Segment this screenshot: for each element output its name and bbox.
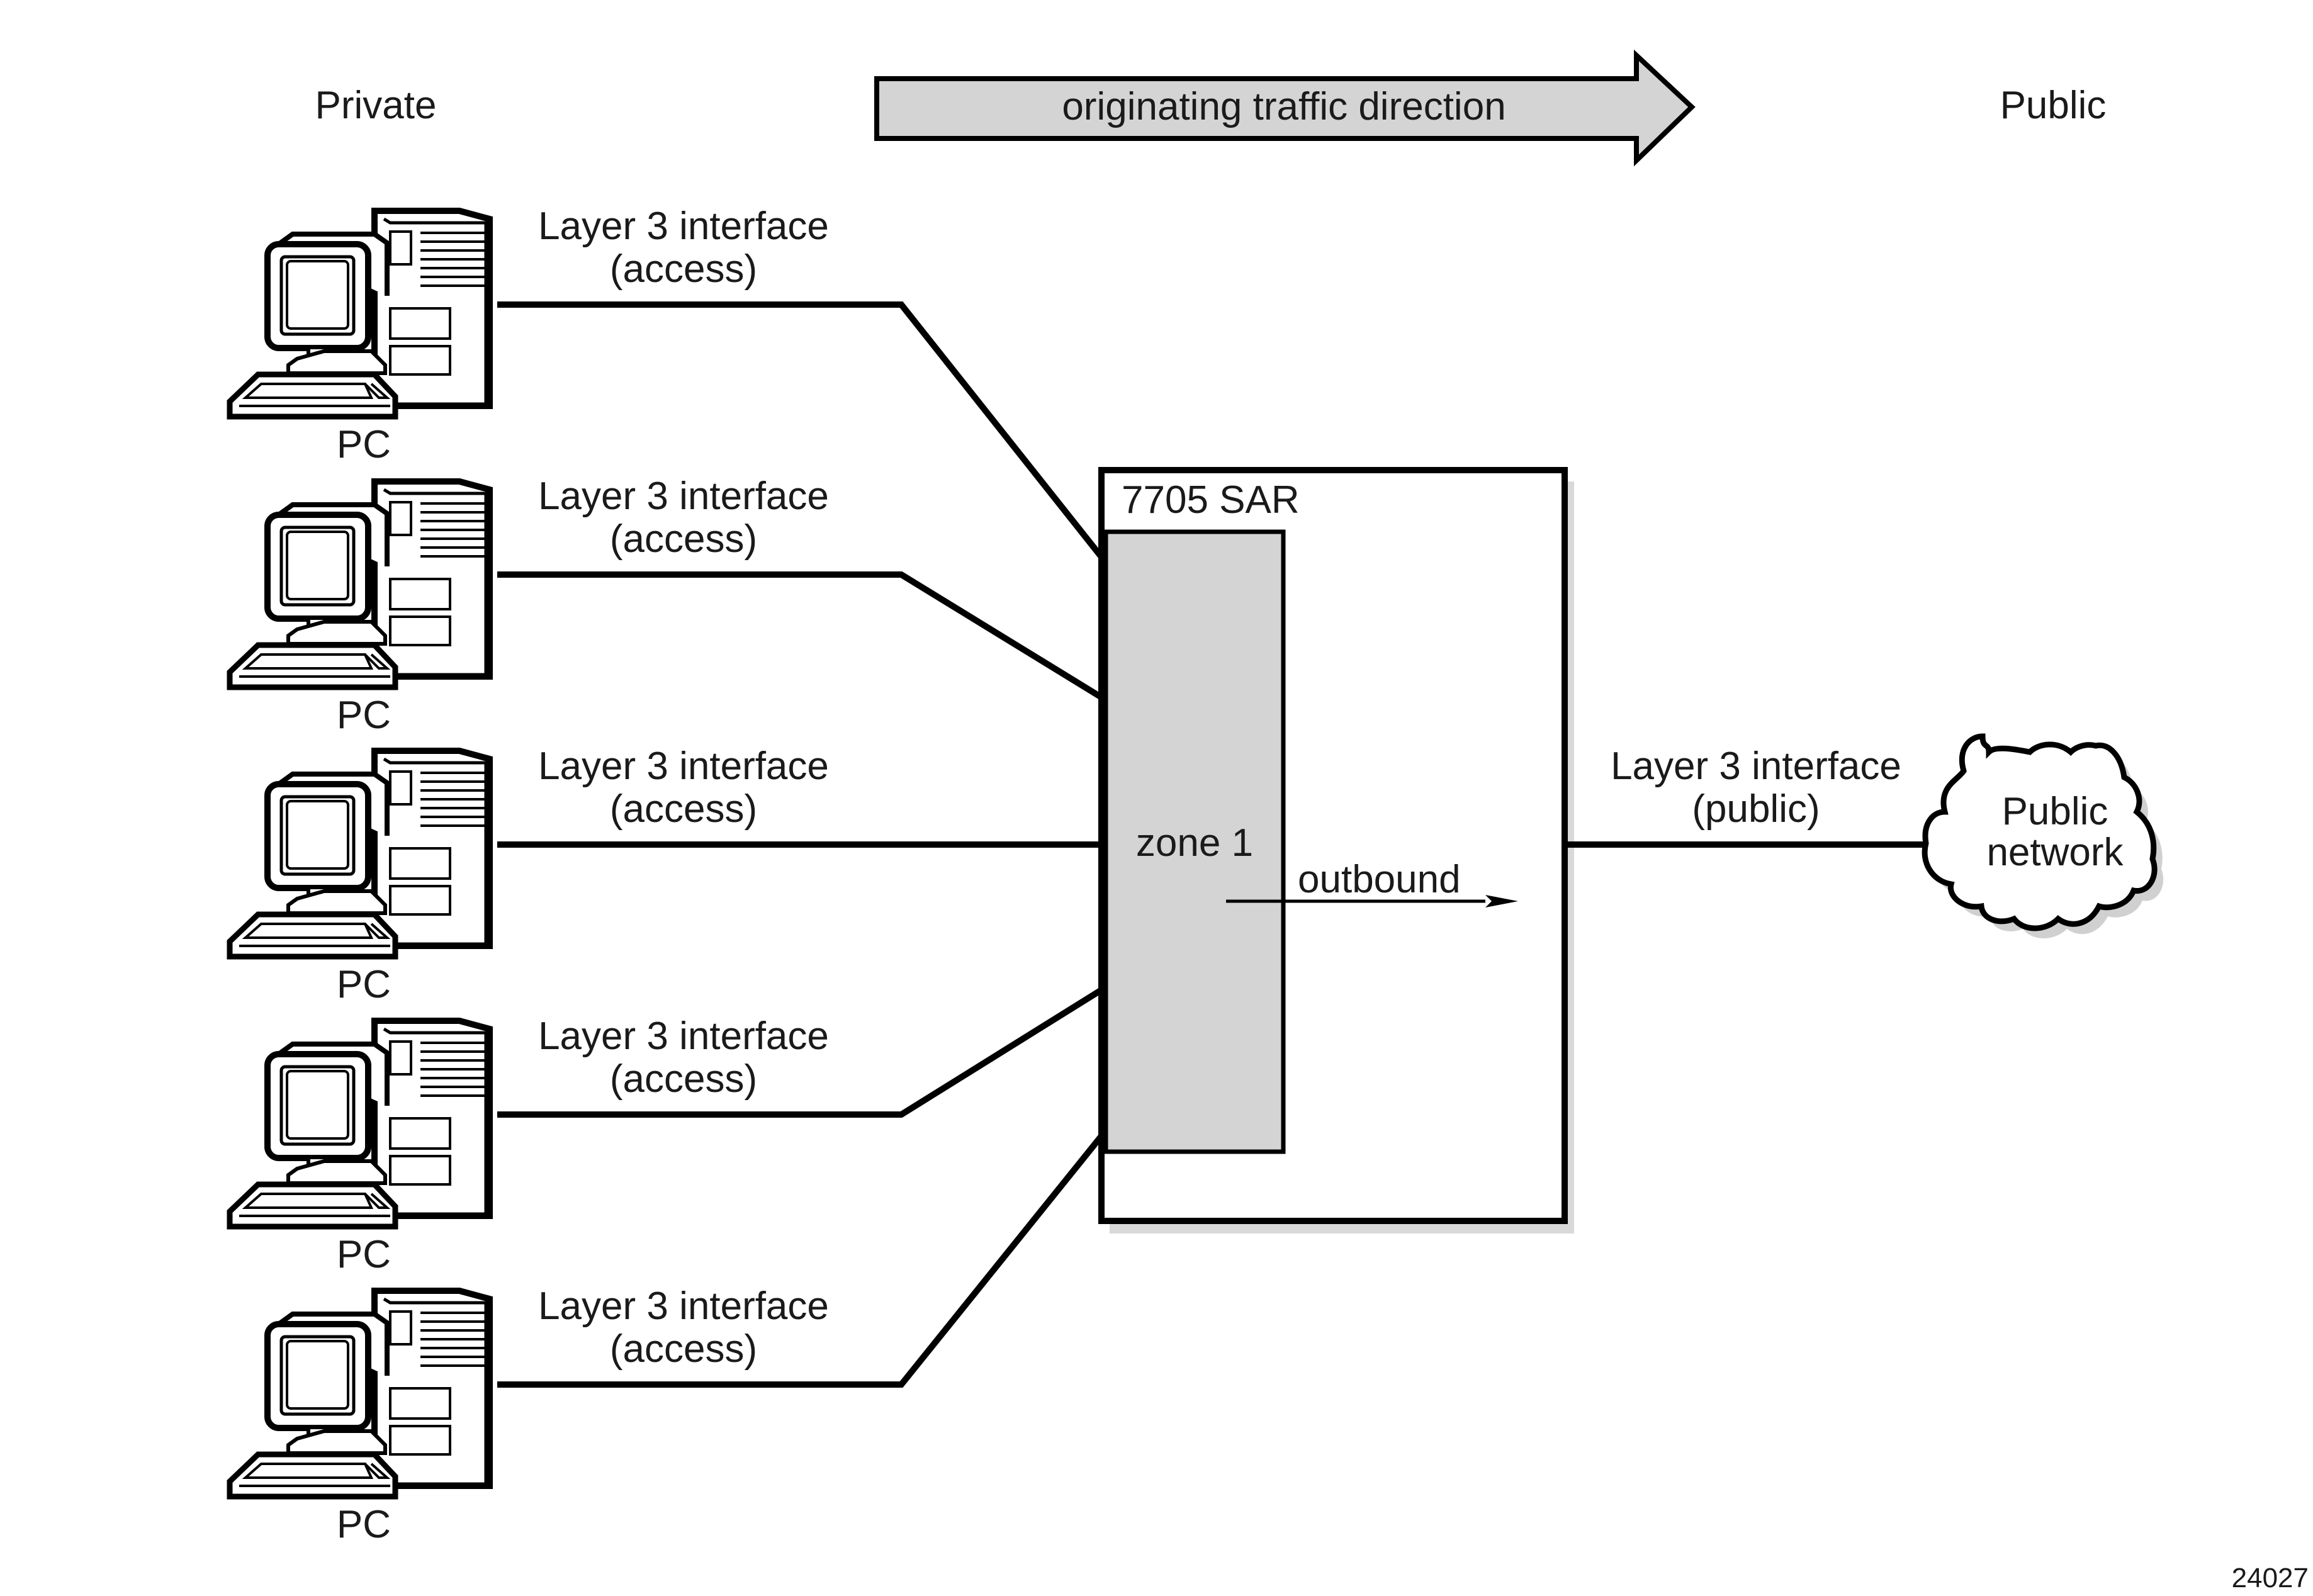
direction-arrow-label: originating traffic direction	[1062, 85, 1505, 128]
pc-icon	[230, 211, 490, 417]
outbound-label: outbound	[1298, 858, 1461, 901]
svg-text:Layer 3 interface: Layer 3 interface	[538, 1284, 829, 1328]
cloud-label-line1: Public	[2002, 790, 2108, 833]
svg-text:Layer 3 interface: Layer 3 interface	[538, 745, 829, 788]
pc-label: PC	[337, 423, 391, 466]
access-link-1	[497, 301, 1104, 559]
svg-text:(access): (access)	[610, 1057, 757, 1101]
pc-row-4: PC	[230, 1021, 490, 1276]
outbound-arrow	[1226, 895, 1518, 908]
interface-label-3: Layer 3 interface (access)	[538, 745, 829, 831]
svg-text:(access): (access)	[610, 247, 757, 291]
svg-text:(access): (access)	[610, 787, 757, 831]
router-label: 7705 SAR	[1122, 478, 1300, 522]
pc-label: PC	[337, 1503, 391, 1546]
cloud-label-line2: network	[1986, 831, 2124, 874]
pc-icon	[230, 1021, 490, 1227]
pc-label: PC	[337, 1233, 391, 1276]
pc-row-3: PC	[230, 751, 490, 1006]
pc-icon	[230, 1291, 490, 1497]
svg-text:Layer 3 interface: Layer 3 interface	[538, 205, 829, 248]
access-link-2	[497, 571, 1103, 700]
interface-label-2: Layer 3 interface (access)	[538, 475, 829, 561]
svg-text:(access): (access)	[610, 1327, 757, 1371]
traffic-direction-arrow: originating traffic direction	[874, 49, 1696, 167]
figure-id: 24027	[2232, 1563, 2309, 1593]
router-7705-sar: 7705 SAR zone 1 outbound	[1098, 467, 1574, 1234]
svg-text:(access): (access)	[610, 517, 757, 561]
interface-label-1: Layer 3 interface (access)	[538, 205, 829, 291]
zone-1-box	[1103, 529, 1286, 1154]
pc-label: PC	[337, 963, 391, 1006]
pc-label: PC	[337, 694, 391, 737]
pc-row-1: PC	[230, 211, 490, 466]
pc-row-2: PC	[230, 481, 490, 737]
interface-label-public: Layer 3 interface (public)	[1611, 745, 1901, 831]
pc-row-5: PC	[230, 1291, 490, 1546]
public-zone-label: Public	[2000, 84, 2107, 127]
svg-text:Layer 3 interface: Layer 3 interface	[1611, 745, 1901, 788]
interface-label-4: Layer 3 interface (access)	[538, 1014, 829, 1101]
private-zone-label: Private	[315, 84, 437, 127]
svg-text:Layer 3 interface: Layer 3 interface	[538, 475, 829, 518]
direction-arrow-shape	[874, 49, 1696, 167]
zone-1-label: zone 1	[1136, 821, 1253, 865]
access-link-4	[497, 987, 1103, 1118]
pc-icon	[230, 751, 490, 957]
svg-text:(public): (public)	[1692, 787, 1820, 831]
interface-label-5: Layer 3 interface (access)	[538, 1284, 829, 1371]
public-network-cloud: Public network	[1922, 733, 2164, 938]
svg-text:Layer 3 interface: Layer 3 interface	[538, 1014, 829, 1058]
access-link-5	[497, 1133, 1104, 1388]
pc-icon	[230, 481, 490, 687]
cloud-shape	[1922, 733, 2158, 931]
